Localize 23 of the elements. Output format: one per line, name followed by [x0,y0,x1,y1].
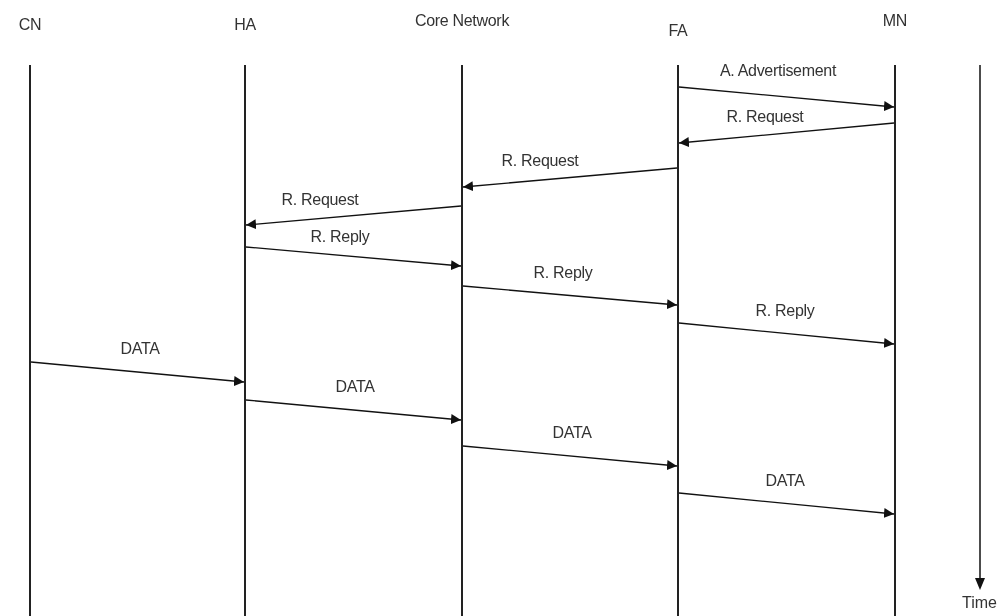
edge-label: R. Reply [753,302,817,320]
participant-label: Core Network [413,12,511,30]
axis-label: Time [962,594,997,612]
participant-label: HA [233,16,257,34]
participant-label: MN [881,12,909,30]
message-arrow [30,361,245,387]
message-arrow [678,122,895,148]
message-arrow [462,285,678,310]
participant-label: FA [667,22,689,40]
message-arrow [462,167,678,192]
message-arrow [678,86,895,112]
message-arrow [462,445,678,471]
message-arrow [245,399,462,425]
message-arrow [245,205,462,230]
message-arrow [678,492,895,518]
edge-label: R. Reply [308,228,372,246]
message-arrow [245,246,462,271]
edge-label: R. Reply [531,264,595,282]
participant-label: CN [17,16,43,34]
edge-label: R. Request [279,191,361,209]
edge-label: R. Request [724,108,806,126]
message-arrow [678,322,895,348]
edge-label: R. Request [499,152,581,170]
